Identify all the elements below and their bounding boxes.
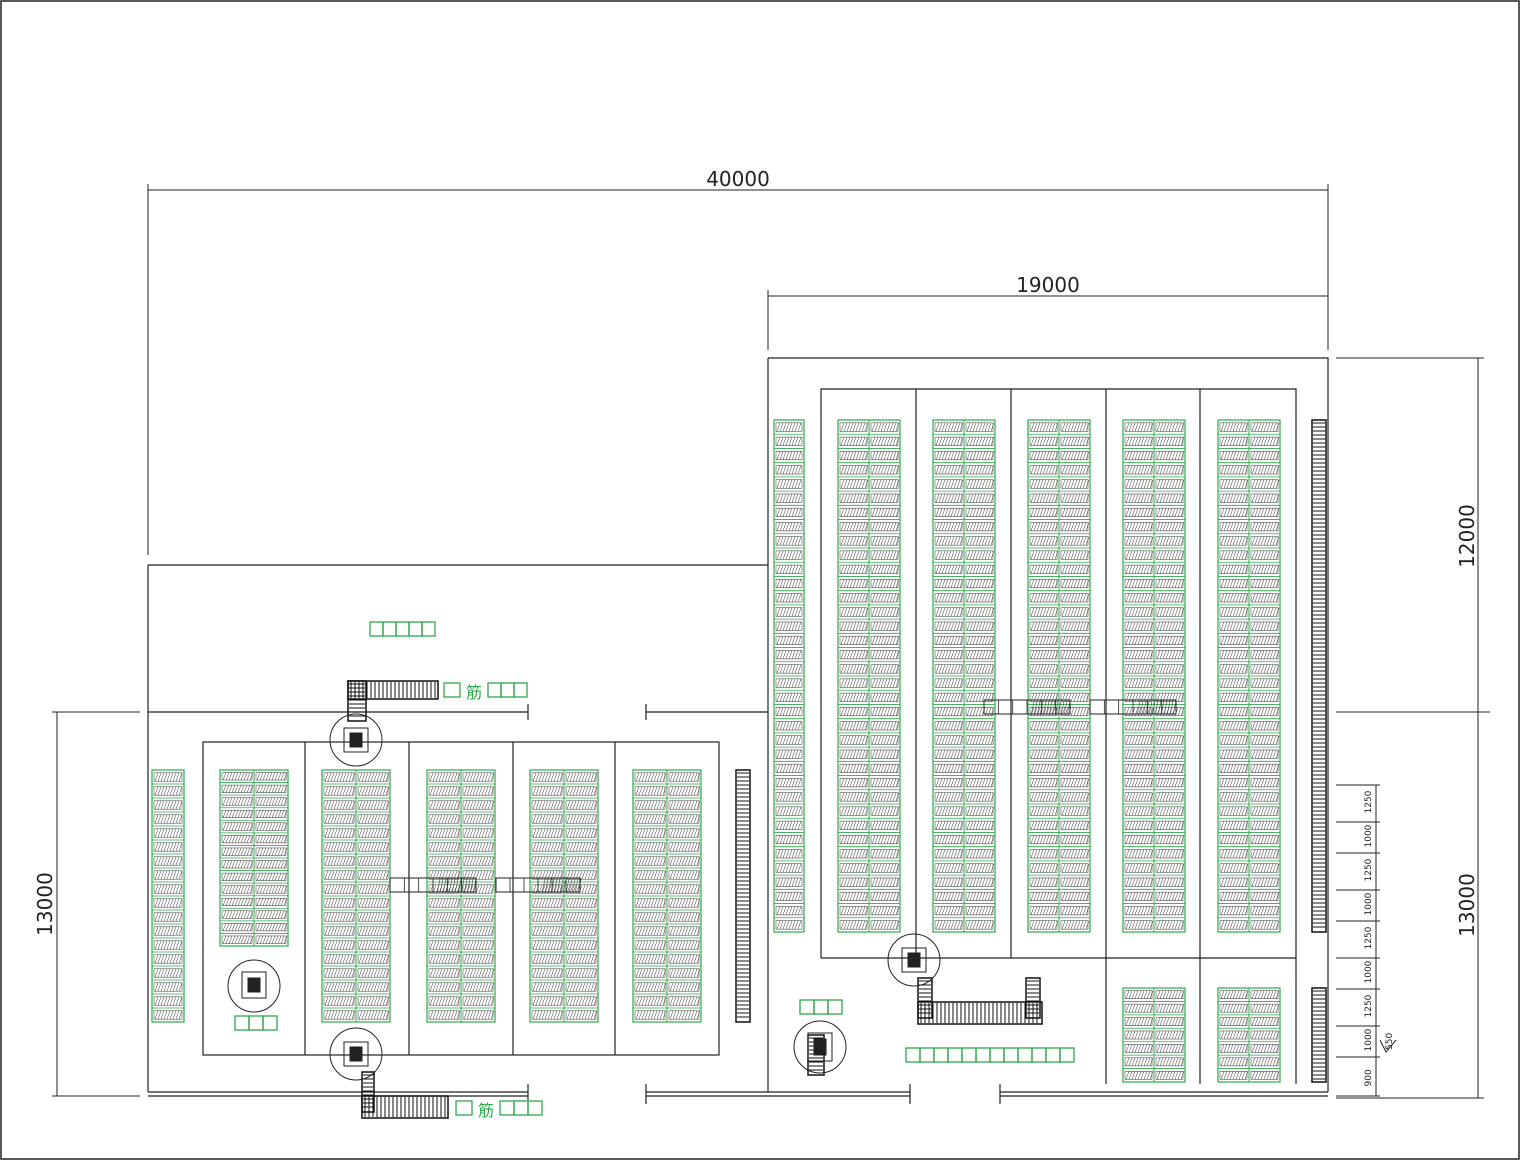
dim-right-lower-height-label: 13000 [1455,873,1479,937]
conveyor-segment [1311,419,1327,933]
annotation-char-top: 筋 [466,683,482,702]
rack-column [321,769,391,1023]
dimension-right-heights [1336,357,1490,1099]
station-mid-left [227,959,281,1013]
label-box-row [905,1047,1075,1063]
rack-column [1027,419,1091,933]
rack-column [632,769,702,1023]
conveyor-segment [917,977,933,1019]
label-box-row [369,621,436,637]
label-box-row [499,1100,543,1116]
station-right-bottom [793,1020,847,1074]
rack-array [151,419,1281,1083]
small-dim-label: 1000 [1364,892,1374,915]
annotation-char-bottom: 筋 [478,1101,494,1120]
conveyor-lines [347,419,1327,1119]
label-box-row [455,1100,473,1116]
rack-column [529,769,599,1023]
rack-column [1217,419,1281,933]
rack-column [1217,987,1281,1083]
conveyor-segment [1025,977,1041,1019]
small-dim-label: 1250 [1364,994,1374,1017]
dimension-total-width [147,184,1329,555]
transfer-unit [1089,699,1177,715]
green-label-boxes [234,621,1075,1116]
rack-column [1122,987,1186,1083]
dim-total-width-label: 40000 [706,167,770,191]
small-dimension-chain [1336,784,1397,1097]
rack-column [837,419,901,933]
dim-left-height-label: 13000 [33,872,57,936]
conveyor-segment [361,1071,375,1113]
dim-right-upper-height-label: 12000 [1455,504,1479,568]
small-dimension-labels: 1250 1000 1250 1000 1250 1000 1250 1000 900 [1364,790,1374,1086]
building-outline [147,357,1329,1104]
rack-column [426,769,496,1023]
transfer-unit [983,699,1071,715]
station-right-center [887,933,941,987]
station-bottom-left [329,1027,383,1081]
equipment-stations [227,713,941,1081]
small-dim-label: 1000 [1364,824,1374,847]
conveyor-segment [361,1095,449,1119]
small-dim-label: 1250 [1364,926,1374,949]
label-box-row [443,682,461,698]
small-dim-label: 1000 [1364,1028,1374,1051]
rack-column [219,769,289,947]
transfer-unit [389,877,477,893]
small-dim-label: 1250 [1364,858,1374,881]
label-box-row [799,999,843,1015]
conveyor-segment [347,680,439,700]
small-dim-label: 1000 [1364,960,1374,983]
small-dim-note: 550 [1385,1033,1395,1050]
dimension-right-width [767,290,1328,350]
rack-column [773,419,805,933]
conveyor-segment [735,769,751,1023]
rack-column [151,769,185,1023]
station-top-left [329,713,383,767]
rack-column [932,419,996,933]
label-box-row [487,682,528,698]
label-box-row [234,1015,278,1031]
small-dim-label: 1250 [1364,790,1374,813]
conveyor-segment [1311,987,1327,1083]
transfer-unit [495,877,582,893]
dim-right-width-label: 19000 [1016,273,1080,297]
rack-column [1122,419,1186,933]
dimension-left-height [52,711,140,1097]
small-dim-label: 900 [1364,1069,1374,1086]
conveyor-segment [917,1001,1043,1025]
conveyor-segment [347,680,367,722]
